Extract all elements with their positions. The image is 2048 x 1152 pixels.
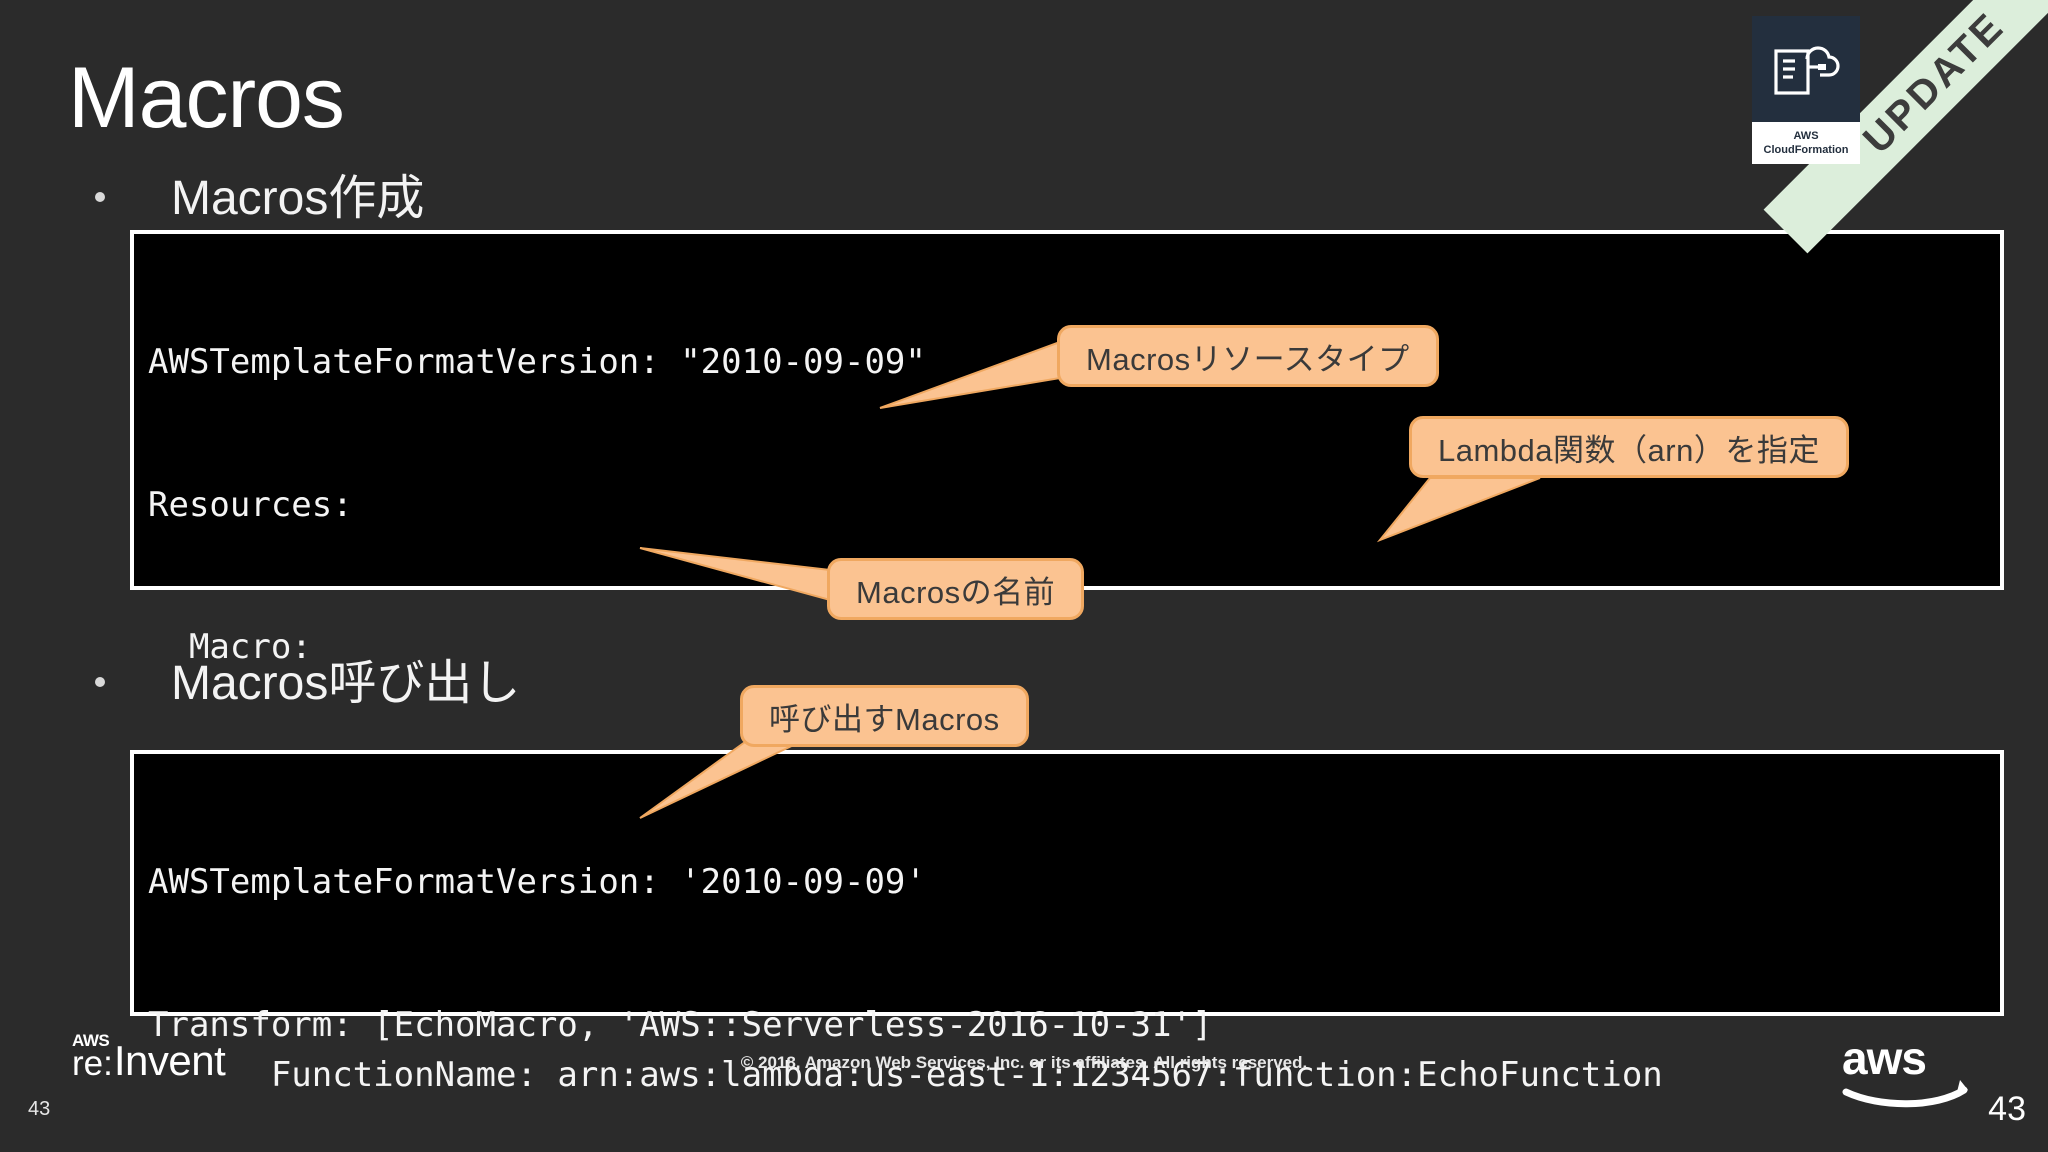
slide-number-right: 43 bbox=[1988, 1090, 2026, 1128]
reinvent-logo: AWS re: Invent bbox=[72, 1031, 226, 1084]
bullet-label: Macros呼び出し bbox=[171, 657, 521, 710]
code-line: Transform: [EchoMacro, 'AWS::Serverless-… bbox=[148, 1004, 1213, 1045]
reinvent-aws-text: AWS bbox=[72, 1031, 110, 1050]
bullet-dot-icon bbox=[95, 677, 105, 687]
code-line: Macro: bbox=[148, 627, 312, 667]
callout-lambda-arn: Lambda関数（arn）を指定 bbox=[1409, 416, 1849, 478]
bullet-macros-create: Macros作成 bbox=[95, 175, 424, 223]
aws-smile-logo: aws bbox=[1842, 1032, 1968, 1108]
update-ribbon-label: UPDATE bbox=[1854, 3, 2013, 162]
code-line: AWSTemplateFormatVersion: '2010-09-09' bbox=[148, 862, 926, 902]
aws-cloudformation-card-caption: AWS CloudFormation bbox=[1752, 122, 1860, 164]
copyright-notice: © 2018, Amazon Web Services, Inc. or its… bbox=[740, 1053, 1308, 1072]
callout-label: Lambda関数（arn）を指定 bbox=[1438, 432, 1820, 468]
code-block-macros-create: AWSTemplateFormatVersion: "2010-09-09" R… bbox=[130, 230, 2004, 1095]
reinvent-invent-text: Invent bbox=[113, 1037, 226, 1084]
slide-number-left: 43 bbox=[28, 1098, 51, 1120]
callout-macros-resource-type: Macrosリソースタイプ bbox=[1057, 325, 1439, 387]
callout-macros-name: Macrosの名前 bbox=[827, 558, 1085, 620]
service-card-line2: CloudFormation bbox=[1763, 143, 1849, 156]
code-line: Resources: bbox=[148, 484, 353, 525]
svg-text:aws: aws bbox=[1842, 1032, 1926, 1084]
callout-label: Macrosリソースタイプ bbox=[1086, 341, 1410, 377]
code-line: FunctionName: arn:aws:lambda:us-east-1:1… bbox=[148, 1054, 1663, 1095]
code-block-macros-invoke: AWSTemplateFormatVersion: '2010-09-09' T… bbox=[130, 750, 2004, 1152]
callout-invoke-macros: 呼び出すMacros bbox=[740, 685, 1029, 747]
page-title: Macros bbox=[68, 50, 345, 146]
callout-label: Macrosの名前 bbox=[856, 574, 1056, 610]
aws-cloudformation-icon bbox=[1752, 16, 1860, 122]
service-card-line1: AWS bbox=[1793, 129, 1819, 142]
callout-label: 呼び出すMacros bbox=[769, 701, 1000, 737]
reinvent-logo-stack: AWS re: bbox=[72, 1031, 113, 1083]
bullet-macros-invoke: Macros呼び出し bbox=[95, 660, 520, 708]
bullet-dot-icon bbox=[95, 192, 105, 202]
code-line: Resources: bbox=[148, 1144, 2000, 1152]
reinvent-re-text: re: bbox=[72, 1044, 113, 1083]
aws-cloudformation-card: AWS CloudFormation bbox=[1752, 16, 1860, 164]
bullet-label: Macros作成 bbox=[171, 172, 425, 225]
